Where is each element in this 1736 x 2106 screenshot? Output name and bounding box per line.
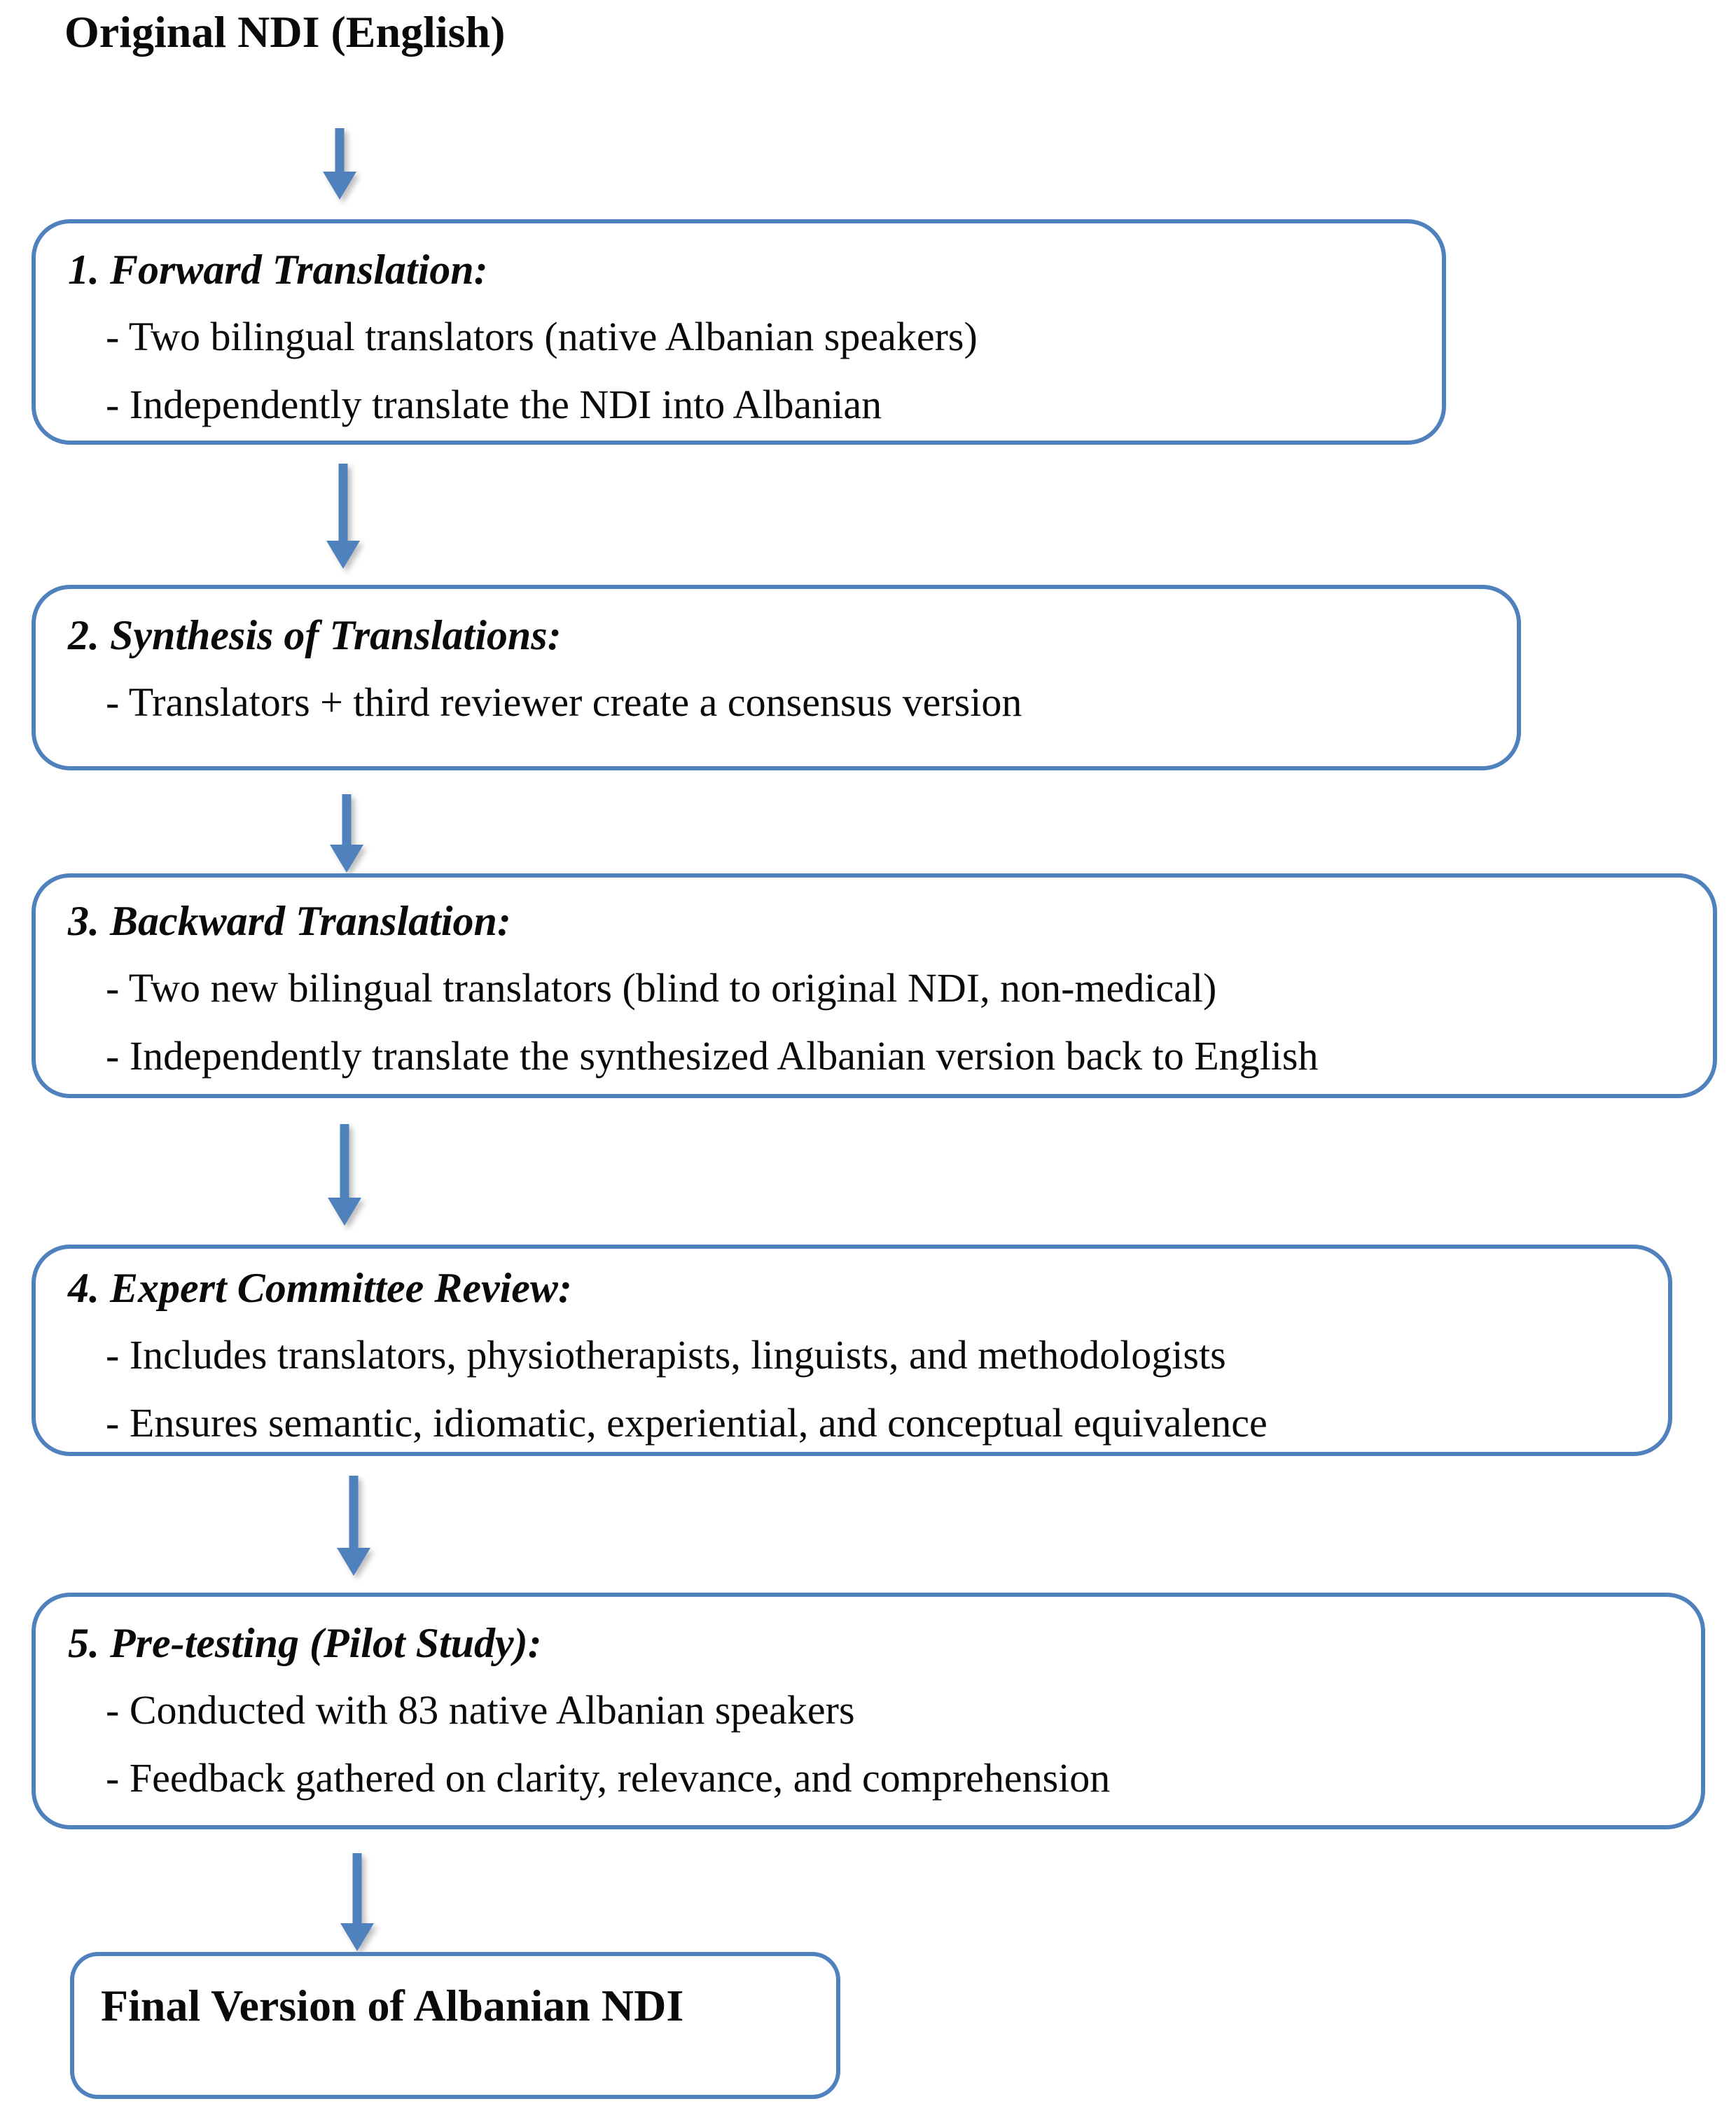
arrow-head [340,1923,374,1951]
arrow-head [330,845,363,873]
down-arrow-icon [330,794,363,873]
final-label: Final Version of Albanian NDI [101,1981,684,2030]
down-arrow-icon [340,1853,374,1951]
arrow-shaft [352,1853,362,1925]
arrow-head [323,172,356,200]
down-arrow-icon [323,128,356,200]
step-box-forward-translation: 1. Forward Translation: - Two bilingual … [32,219,1446,445]
down-arrow-icon [328,1124,361,1226]
arrow-head [326,541,360,569]
step-bullet: - Translators + third reviewer create a … [106,679,1022,725]
step-title: 2. Synthesis of Translations: [68,612,562,658]
arrow-head [328,1198,361,1226]
step-bullet: - Feedback gathered on clarity, relevanc… [106,1755,1111,1801]
step-title: 4. Expert Committee Review: [68,1265,572,1311]
step-title: 3. Backward Translation: [68,898,511,944]
arrow-shaft [338,464,348,542]
step-title: 1. Forward Translation: [68,247,488,293]
down-arrow-icon [337,1476,370,1576]
step-box-synthesis: 2. Synthesis of Translations: - Translat… [32,585,1521,770]
step-box-expert-committee: 4. Expert Committee Review: - Includes t… [32,1245,1672,1456]
arrow-head [337,1548,370,1576]
down-arrow-icon [326,464,360,569]
arrow-shaft [342,794,352,846]
arrow-shaft [340,1124,349,1199]
arrow-shaft [349,1476,359,1549]
step-bullet: - Independently translate the NDI into A… [106,382,882,428]
step-box-backward-translation: 3. Backward Translation: - Two new bilin… [32,873,1717,1098]
step-bullet: - Conducted with 83 native Albanian spea… [106,1687,855,1733]
step-bullet: - Includes translators, physiotherapists… [106,1332,1226,1378]
step-bullet: - Two bilingual translators (native Alba… [106,314,978,359]
step-bullet: - Two new bilingual translators (blind t… [106,965,1217,1011]
step-bullet: - Independently translate the synthesize… [106,1033,1319,1079]
step-bullet: - Ensures semantic, idiomatic, experient… [106,1400,1268,1446]
source-label: Original NDI (English) [64,7,506,57]
final-version-box: Final Version of Albanian NDI [70,1952,840,2099]
step-title: 5. Pre-testing (Pilot Study): [68,1620,542,1666]
arrow-shaft [335,128,345,173]
step-box-pretesting: 5. Pre-testing (Pilot Study): - Conducte… [32,1593,1705,1829]
